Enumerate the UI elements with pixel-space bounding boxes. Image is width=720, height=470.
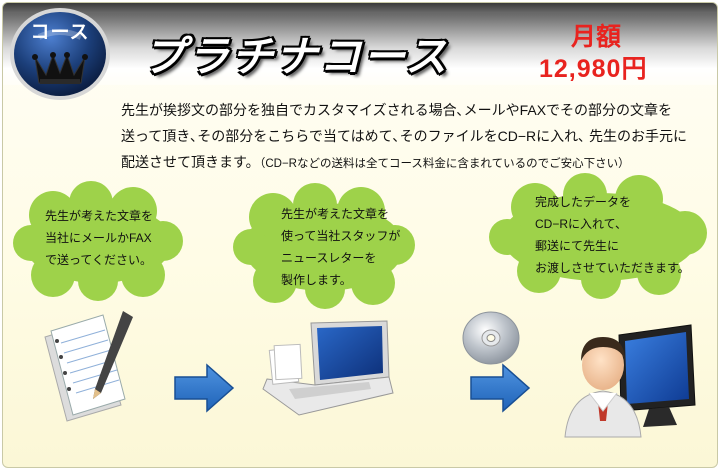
description-line-2: 送って頂き､その部分をこちらで当てはめて､そのファイルをCD−Rに入れ､ 先生の…: [121, 128, 687, 144]
header-bar: [3, 3, 717, 85]
laptop-icon: [262, 320, 394, 416]
course-badge: コース: [9, 7, 111, 101]
price-label: 月額: [571, 23, 622, 51]
crown-icon: [32, 52, 88, 84]
description-line-3: 配送させて頂きます。（CD−Rなどの送料は全てコース料金に含まれているのでご安心…: [121, 154, 630, 170]
shipping-note: （CD−Rなどの送料は全てコース料金に含まれているのでご安心下さい）: [259, 158, 630, 170]
step-2-cloud: 先生が考えた文章を使って当社スタッフがニュースレターを製作します。: [233, 183, 415, 309]
course-description: 先生が挨拶文の部分を独自でカスタマイズされる場合､メールやFAXでその部分の文章…: [121, 97, 711, 177]
price-value: 12,980円: [539, 55, 648, 83]
person-computer-icon: [564, 324, 696, 438]
cd-disc-icon: [462, 311, 520, 365]
description-line-1: 先生が挨拶文の部分を独自でカスタマイズされる場合､メールやFAXでその部分の文章…: [121, 102, 673, 118]
arrow-right-icon-2: [470, 363, 531, 413]
step-2-text: 先生が考えた文章を使って当社スタッフがニュースレターを製作します。: [281, 207, 401, 287]
arrow-right-icon: [174, 363, 235, 413]
document-pencil-icon: [44, 311, 133, 422]
course-title: プラチナコース: [143, 33, 449, 80]
badge-label: コース: [30, 22, 90, 43]
